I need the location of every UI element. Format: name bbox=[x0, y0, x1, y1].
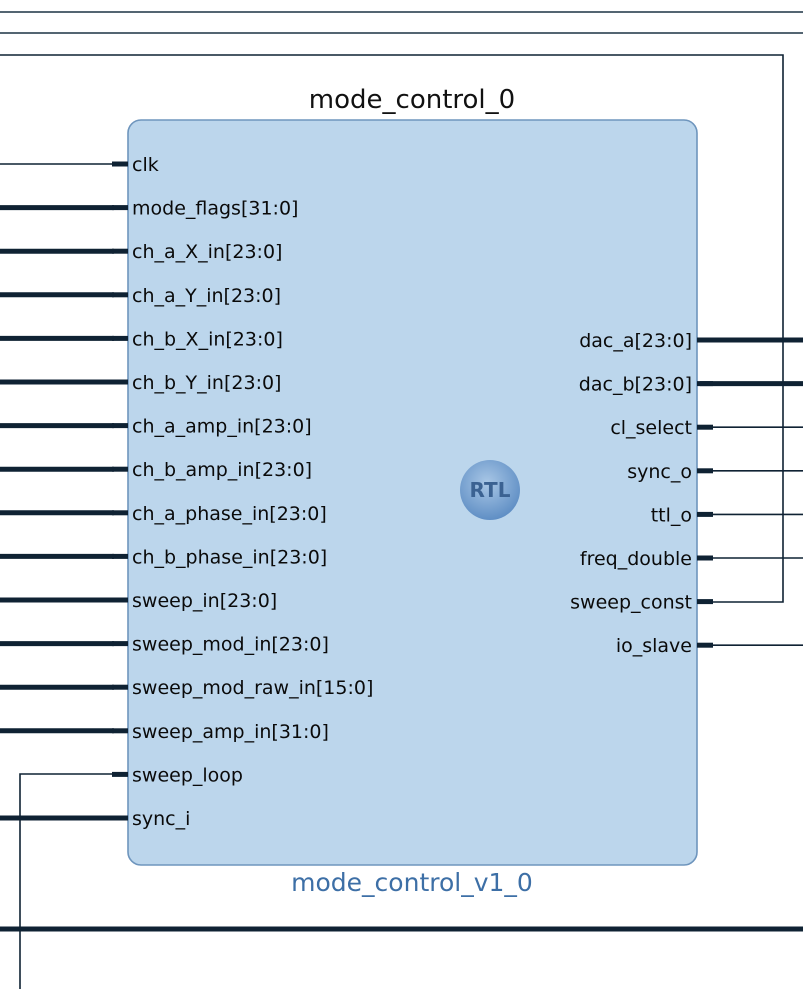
pin-sync-o[interactable] bbox=[697, 468, 713, 474]
port-label-ttl-o[interactable]: ttl_o bbox=[651, 504, 692, 526]
pin-sweep-mod-raw-in[interactable] bbox=[112, 684, 128, 690]
output-port-labels: dac_a[23:0] dac_b[23:0] cl_select sync_ottl… bbox=[570, 330, 692, 657]
pin-cl-select[interactable] bbox=[697, 424, 713, 430]
port-label-sweep-mod-in[interactable]: sweep_mod_in[23:0] bbox=[132, 634, 329, 656]
instance-name[interactable]: mode_control_0 bbox=[309, 85, 515, 115]
pin-ch-b-amp-in[interactable] bbox=[112, 466, 128, 472]
port-label-ch-a-x-in[interactable]: ch_a_X_in[23:0] bbox=[132, 241, 282, 263]
sweep-const-feedback-net[interactable] bbox=[0, 54, 784, 603]
port-label-io-slave[interactable]: io_slave bbox=[616, 635, 692, 657]
pin-ch-a-x-in[interactable] bbox=[112, 248, 128, 254]
port-label-sweep-loop[interactable]: sweep_loop bbox=[132, 764, 243, 786]
pin-sweep-loop[interactable] bbox=[112, 771, 128, 777]
pin-ch-b-x-in[interactable] bbox=[112, 335, 128, 341]
port-label-clk[interactable]: clk bbox=[132, 154, 159, 176]
pin-dac-a[interactable] bbox=[697, 337, 713, 343]
rtl-badge-icon: RTL bbox=[460, 460, 520, 520]
pin-sync-i[interactable] bbox=[112, 815, 128, 821]
pin-ch-a-phase-in[interactable] bbox=[112, 510, 128, 516]
port-label-ch-a-y-in[interactable]: ch_a_Y_in[23:0] bbox=[132, 285, 281, 307]
pin-dac-b[interactable] bbox=[697, 381, 713, 387]
port-label-sweep-const[interactable]: sweep_const bbox=[570, 592, 692, 614]
port-label-ch-b-x-in[interactable]: ch_b_X_in[23:0] bbox=[132, 328, 283, 350]
port-label-cl-select[interactable]: cl_select bbox=[610, 417, 692, 439]
pin-freq-double[interactable] bbox=[697, 555, 713, 561]
pin-ch-a-y-in[interactable] bbox=[112, 292, 128, 298]
port-label-sweep-mod-raw-in[interactable]: sweep_mod_raw_in[15:0] bbox=[132, 677, 373, 699]
port-label-ch-b-phase-in[interactable]: ch_b_phase_in[23:0] bbox=[132, 546, 327, 568]
ip-block-body[interactable] bbox=[127, 119, 698, 866]
port-label-sweep-amp-in[interactable]: sweep_amp_in[31:0] bbox=[132, 721, 329, 743]
pin-ttl-o[interactable] bbox=[697, 511, 713, 517]
pin-sweep-mod-in[interactable] bbox=[112, 641, 128, 647]
sweep-loop-net[interactable] bbox=[19, 773, 114, 989]
rtl-badge-text: RTL bbox=[470, 478, 511, 502]
port-label-ch-a-amp-in[interactable]: ch_a_amp_in[23:0] bbox=[132, 416, 312, 438]
output-wires bbox=[700, 337, 803, 647]
pin-ch-b-phase-in[interactable] bbox=[112, 553, 128, 559]
port-label-ch-b-amp-in[interactable]: ch_b_amp_in[23:0] bbox=[132, 459, 312, 481]
pin-sweep-in[interactable] bbox=[112, 597, 128, 603]
pin-sweep-const[interactable] bbox=[697, 599, 713, 605]
pin-io-slave[interactable] bbox=[697, 642, 713, 648]
port-label-freq-double[interactable]: freq_double bbox=[580, 548, 692, 570]
pin-ch-b-y-in[interactable] bbox=[112, 379, 128, 385]
port-label-ch-a-phase-in[interactable]: ch_a_phase_in[23:0] bbox=[132, 503, 327, 525]
pin-clk[interactable] bbox=[112, 161, 128, 167]
port-label-dac-a[interactable]: dac_a[23:0] bbox=[579, 330, 692, 352]
input-stubs bbox=[112, 161, 128, 821]
port-label-sweep-in[interactable]: sweep_in[23:0] bbox=[132, 590, 277, 612]
input-wires bbox=[0, 163, 114, 821]
port-label-mode-flags[interactable]: mode_flags[31:0] bbox=[132, 198, 298, 220]
port-label-ch-b-y-in[interactable]: ch_b_Y_in[23:0] bbox=[132, 372, 281, 394]
input-port-labels: clk mode_flags[31:0] ch_a_X_in[23:0] ch_a_Y… bbox=[132, 154, 373, 830]
pin-sweep-amp-in[interactable] bbox=[112, 728, 128, 734]
output-stubs bbox=[697, 337, 713, 648]
pin-mode-flags[interactable] bbox=[112, 205, 128, 211]
port-label-sync-o[interactable]: sync_o bbox=[627, 461, 692, 483]
pin-ch-a-amp-in[interactable] bbox=[112, 423, 128, 429]
module-name[interactable]: mode_control_v1_0 bbox=[291, 868, 533, 897]
port-label-sync-i[interactable]: sync_i bbox=[132, 808, 190, 830]
port-label-dac-b[interactable]: dac_b[23:0] bbox=[579, 374, 692, 396]
